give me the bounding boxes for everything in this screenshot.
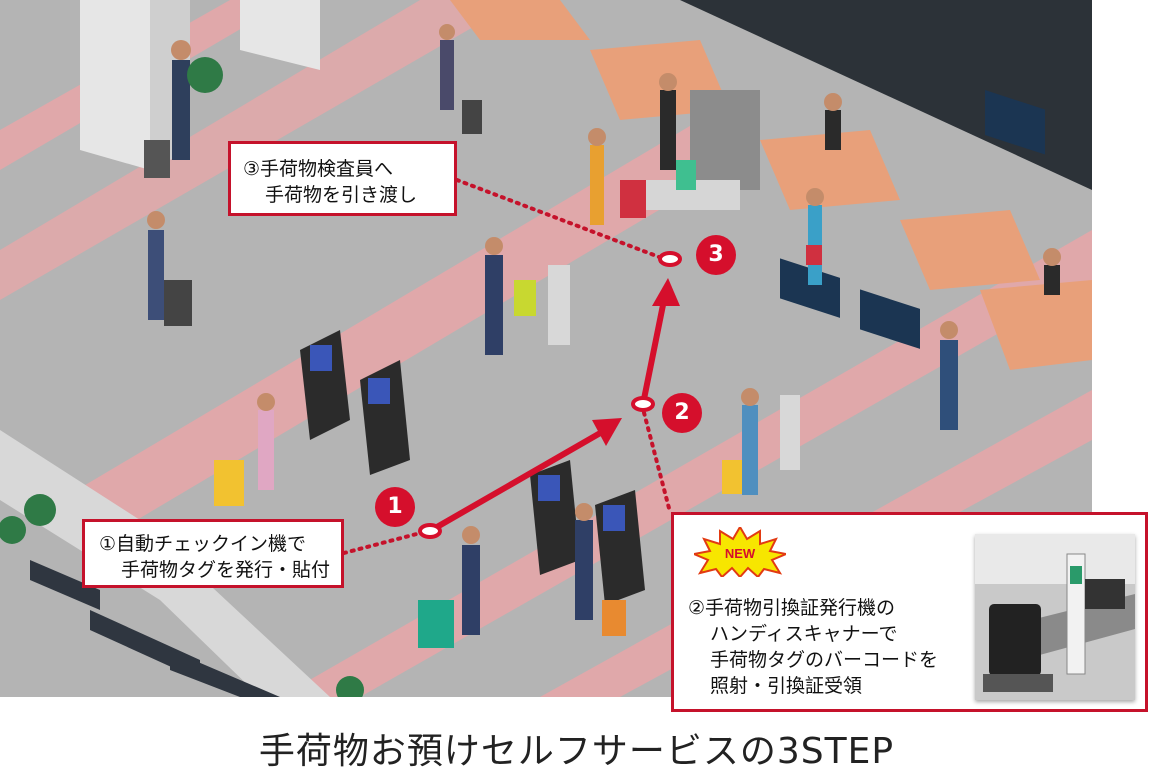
lane bbox=[60, 120, 760, 530]
waypoint-3 bbox=[658, 251, 682, 267]
step-3-badge: 3 bbox=[696, 235, 736, 275]
counters bbox=[450, 0, 1092, 370]
departure-board bbox=[780, 258, 840, 318]
back-wall bbox=[680, 0, 1092, 190]
connector-lines bbox=[342, 178, 672, 555]
new-badge-label: NEW bbox=[725, 546, 756, 561]
arrow-2-head bbox=[652, 278, 680, 306]
departure-board bbox=[860, 289, 920, 349]
connector-2 bbox=[640, 403, 672, 514]
seating bbox=[30, 560, 280, 697]
step-3-line-2: 手荷物を引き渡し bbox=[265, 184, 418, 206]
arrow-1-shaft bbox=[428, 429, 604, 534]
connector-1 bbox=[342, 529, 430, 555]
suitcases bbox=[144, 100, 822, 648]
pillar bbox=[80, 0, 150, 170]
waypoint-1 bbox=[418, 523, 442, 539]
plants bbox=[0, 57, 364, 697]
step-1-line-2: 手荷物タグを発行・貼付 bbox=[121, 559, 331, 581]
step-1-line-1: ①自動チェックイン機で bbox=[99, 533, 307, 555]
step-3-line-1: ③手荷物検査員へ bbox=[243, 158, 394, 180]
lane bbox=[280, 230, 1092, 697]
step-1-callout: ①自動チェックイン機で 手荷物タグを発行・貼付 bbox=[82, 519, 344, 588]
baggage-scanner-photo bbox=[975, 534, 1135, 700]
pillar bbox=[240, 0, 320, 70]
step-2-callout: NEW ②手荷物引換証発行機の ハンディスキャナーで 手荷物タグのバーコードを … bbox=[671, 512, 1148, 712]
arrow-1-head bbox=[592, 418, 622, 446]
waypoints bbox=[418, 251, 682, 539]
airport-illustration bbox=[0, 0, 1092, 697]
new-burst-icon: NEW bbox=[694, 527, 786, 577]
step-2-line-4: 照射・引換証受領 bbox=[710, 675, 863, 697]
passengers bbox=[147, 24, 1061, 635]
step-2-line-3: 手荷物タグのバーコードを bbox=[710, 649, 939, 671]
caption: 手荷物お預けセルフサービスの3STEP bbox=[258, 731, 895, 772]
waypoint-2 bbox=[631, 396, 655, 412]
suitcase-photo bbox=[989, 604, 1041, 676]
arrow-2-shaft bbox=[640, 299, 667, 405]
step-2-text: ②手荷物引換証発行機の ハンディスキャナーで 手荷物タグのバーコードを 照射・引… bbox=[688, 595, 938, 699]
flow-arrows bbox=[428, 278, 680, 534]
kiosks bbox=[300, 265, 800, 605]
departure-board bbox=[985, 90, 1045, 155]
step-2-line-1: ②手荷物引換証発行機の bbox=[688, 597, 896, 619]
step-3-callout: ③手荷物検査員へ 手荷物を引き渡し bbox=[228, 141, 457, 216]
xray-machine bbox=[690, 90, 760, 190]
step-2-badge: 2 bbox=[662, 393, 702, 433]
step-2-line-2: ハンディスキャナーで bbox=[710, 623, 898, 645]
connector-3 bbox=[455, 178, 669, 262]
step-1-badge: 1 bbox=[375, 487, 415, 527]
